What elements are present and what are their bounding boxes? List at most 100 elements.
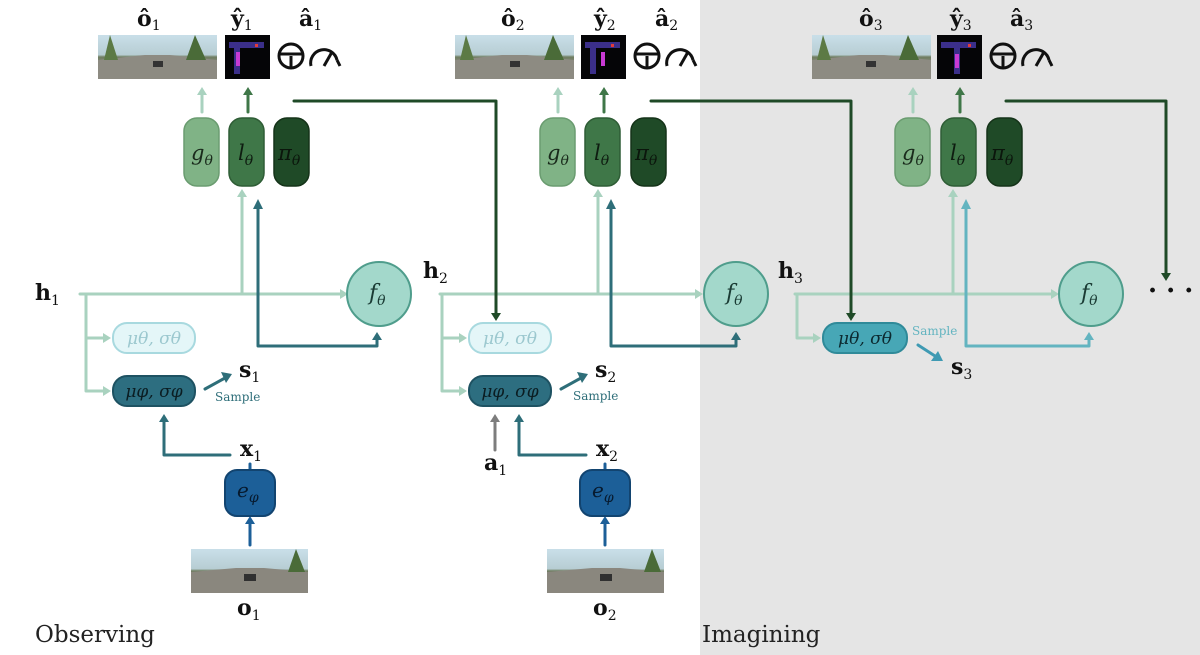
arrow-h2-to-prior [440,292,461,393]
arrowhead [948,189,958,197]
arrowhead [577,372,588,383]
arrow-a1-to-prior2 [292,99,498,316]
predicted-camera-image-1 [98,35,217,79]
s1-label: s1 [239,357,260,386]
encoder-label-2: eφ [592,478,614,506]
arrowhead [221,372,232,383]
g-theta-head-1 [183,117,220,187]
phase-label-imagining: Imagining [702,622,821,648]
h2-label: h2 [423,258,448,287]
h1-label: h1 [35,280,60,309]
arrowhead [600,516,610,524]
arrowhead [908,87,918,95]
arrowhead [514,414,524,422]
o-hat-1-label: ô1 [137,6,161,34]
a1-input-label: a1 [484,450,507,479]
posterior-box-1 [112,375,196,407]
o-hat-2-label: ô2 [501,6,525,34]
prior-box-3-active [822,322,908,354]
continuation-ellipsis: · · · [1148,276,1193,306]
x1-label: x1 [240,436,262,465]
phase-label-observing: Observing [35,622,155,648]
prior-label-1: μθ, σθ [127,329,181,349]
arrow-prior3-to-s3 [916,343,937,358]
posterior-box-2 [468,375,552,407]
arrowhead [955,87,965,95]
prior-box-1 [112,322,196,354]
arrowhead [1051,289,1059,299]
y-hat-1-label: ŷ1 [230,6,253,34]
prior-label-2: μθ, σθ [483,329,537,349]
arrow-a2-to-prior3 [649,99,853,316]
arrowhead [243,87,253,95]
arrow-post2-to-s2 [559,376,583,391]
predicted-camera-image-3 [812,35,931,79]
encoder-1 [224,469,276,517]
f-theta-transition-3 [1058,261,1124,327]
sample-label-2: Sample [573,389,618,403]
prior-box-2 [468,322,552,354]
predicted-camera-image-2 [455,35,574,79]
arrowhead [340,289,348,299]
y-hat-2-label: ŷ2 [593,6,616,34]
arrow-a3-continues [1004,99,1168,276]
posterior-label-2: μφ, σφ [481,382,538,402]
arrowhead [1084,332,1094,340]
arrowhead [490,414,500,422]
posterior-label-1: μφ, σφ [125,382,182,402]
x2-label: x2 [596,436,618,465]
f-theta-transition-2 [703,261,769,327]
arrowhead [553,87,563,95]
l-theta-label-1: lθ [238,141,254,169]
arrow-x2-to-post2 [517,419,588,457]
arrow-x1-to-post1 [162,419,232,457]
arrowhead [731,332,741,340]
a-hat-3-label: â3 [1010,6,1033,34]
a-hat-2-label: â2 [655,6,678,34]
f-theta-transition-1 [346,261,412,327]
arrowhead [103,386,111,396]
encoder-label-1: eφ [237,478,259,506]
arrowhead [813,333,821,343]
predicted-bev-map-1 [225,35,270,79]
o-hat-3-label: ô3 [859,6,883,34]
arrowhead [491,313,501,321]
arrowhead [159,414,169,422]
arrowhead [599,87,609,95]
observation-image-1 [191,549,308,593]
speedometer-icon [309,48,342,67]
arrowhead [695,289,703,299]
sample-label-1: Sample [215,390,260,404]
arrowhead [961,199,971,209]
arrow-s3-to-f3-and-heads [964,206,1091,348]
s3-label: s3 [951,354,972,383]
arrowhead [197,87,207,95]
arrowhead [245,516,255,524]
predicted-bev-map-3 [937,35,982,79]
arrow-h3-to-prior [795,292,815,340]
o2-label: o2 [593,595,617,624]
observation-image-2 [547,549,664,593]
h3-label: h3 [778,258,803,287]
g-theta-label-2: gθ [547,141,569,169]
g-theta-head-2 [539,117,576,187]
arrowhead [593,189,603,197]
pi-theta-label-1: πθ [277,141,301,169]
encoder-2 [579,469,631,517]
l-theta-head-1 [228,117,265,187]
arrow-h1-to-prior [84,292,105,393]
o1-label: o1 [237,595,261,624]
pi-theta-head-3 [986,117,1023,187]
arrowhead [931,351,943,361]
steering-wheel-icon [277,42,305,70]
a-hat-1-label: â1 [299,6,322,34]
steering-wheel-icon [633,42,661,70]
arrowhead [253,199,263,209]
arrowhead [103,333,111,343]
s2-label: s2 [595,357,616,386]
l-theta-label-2: lθ [594,141,610,169]
l-theta-head-3 [940,117,977,187]
g-theta-label-1: gθ [191,141,213,169]
